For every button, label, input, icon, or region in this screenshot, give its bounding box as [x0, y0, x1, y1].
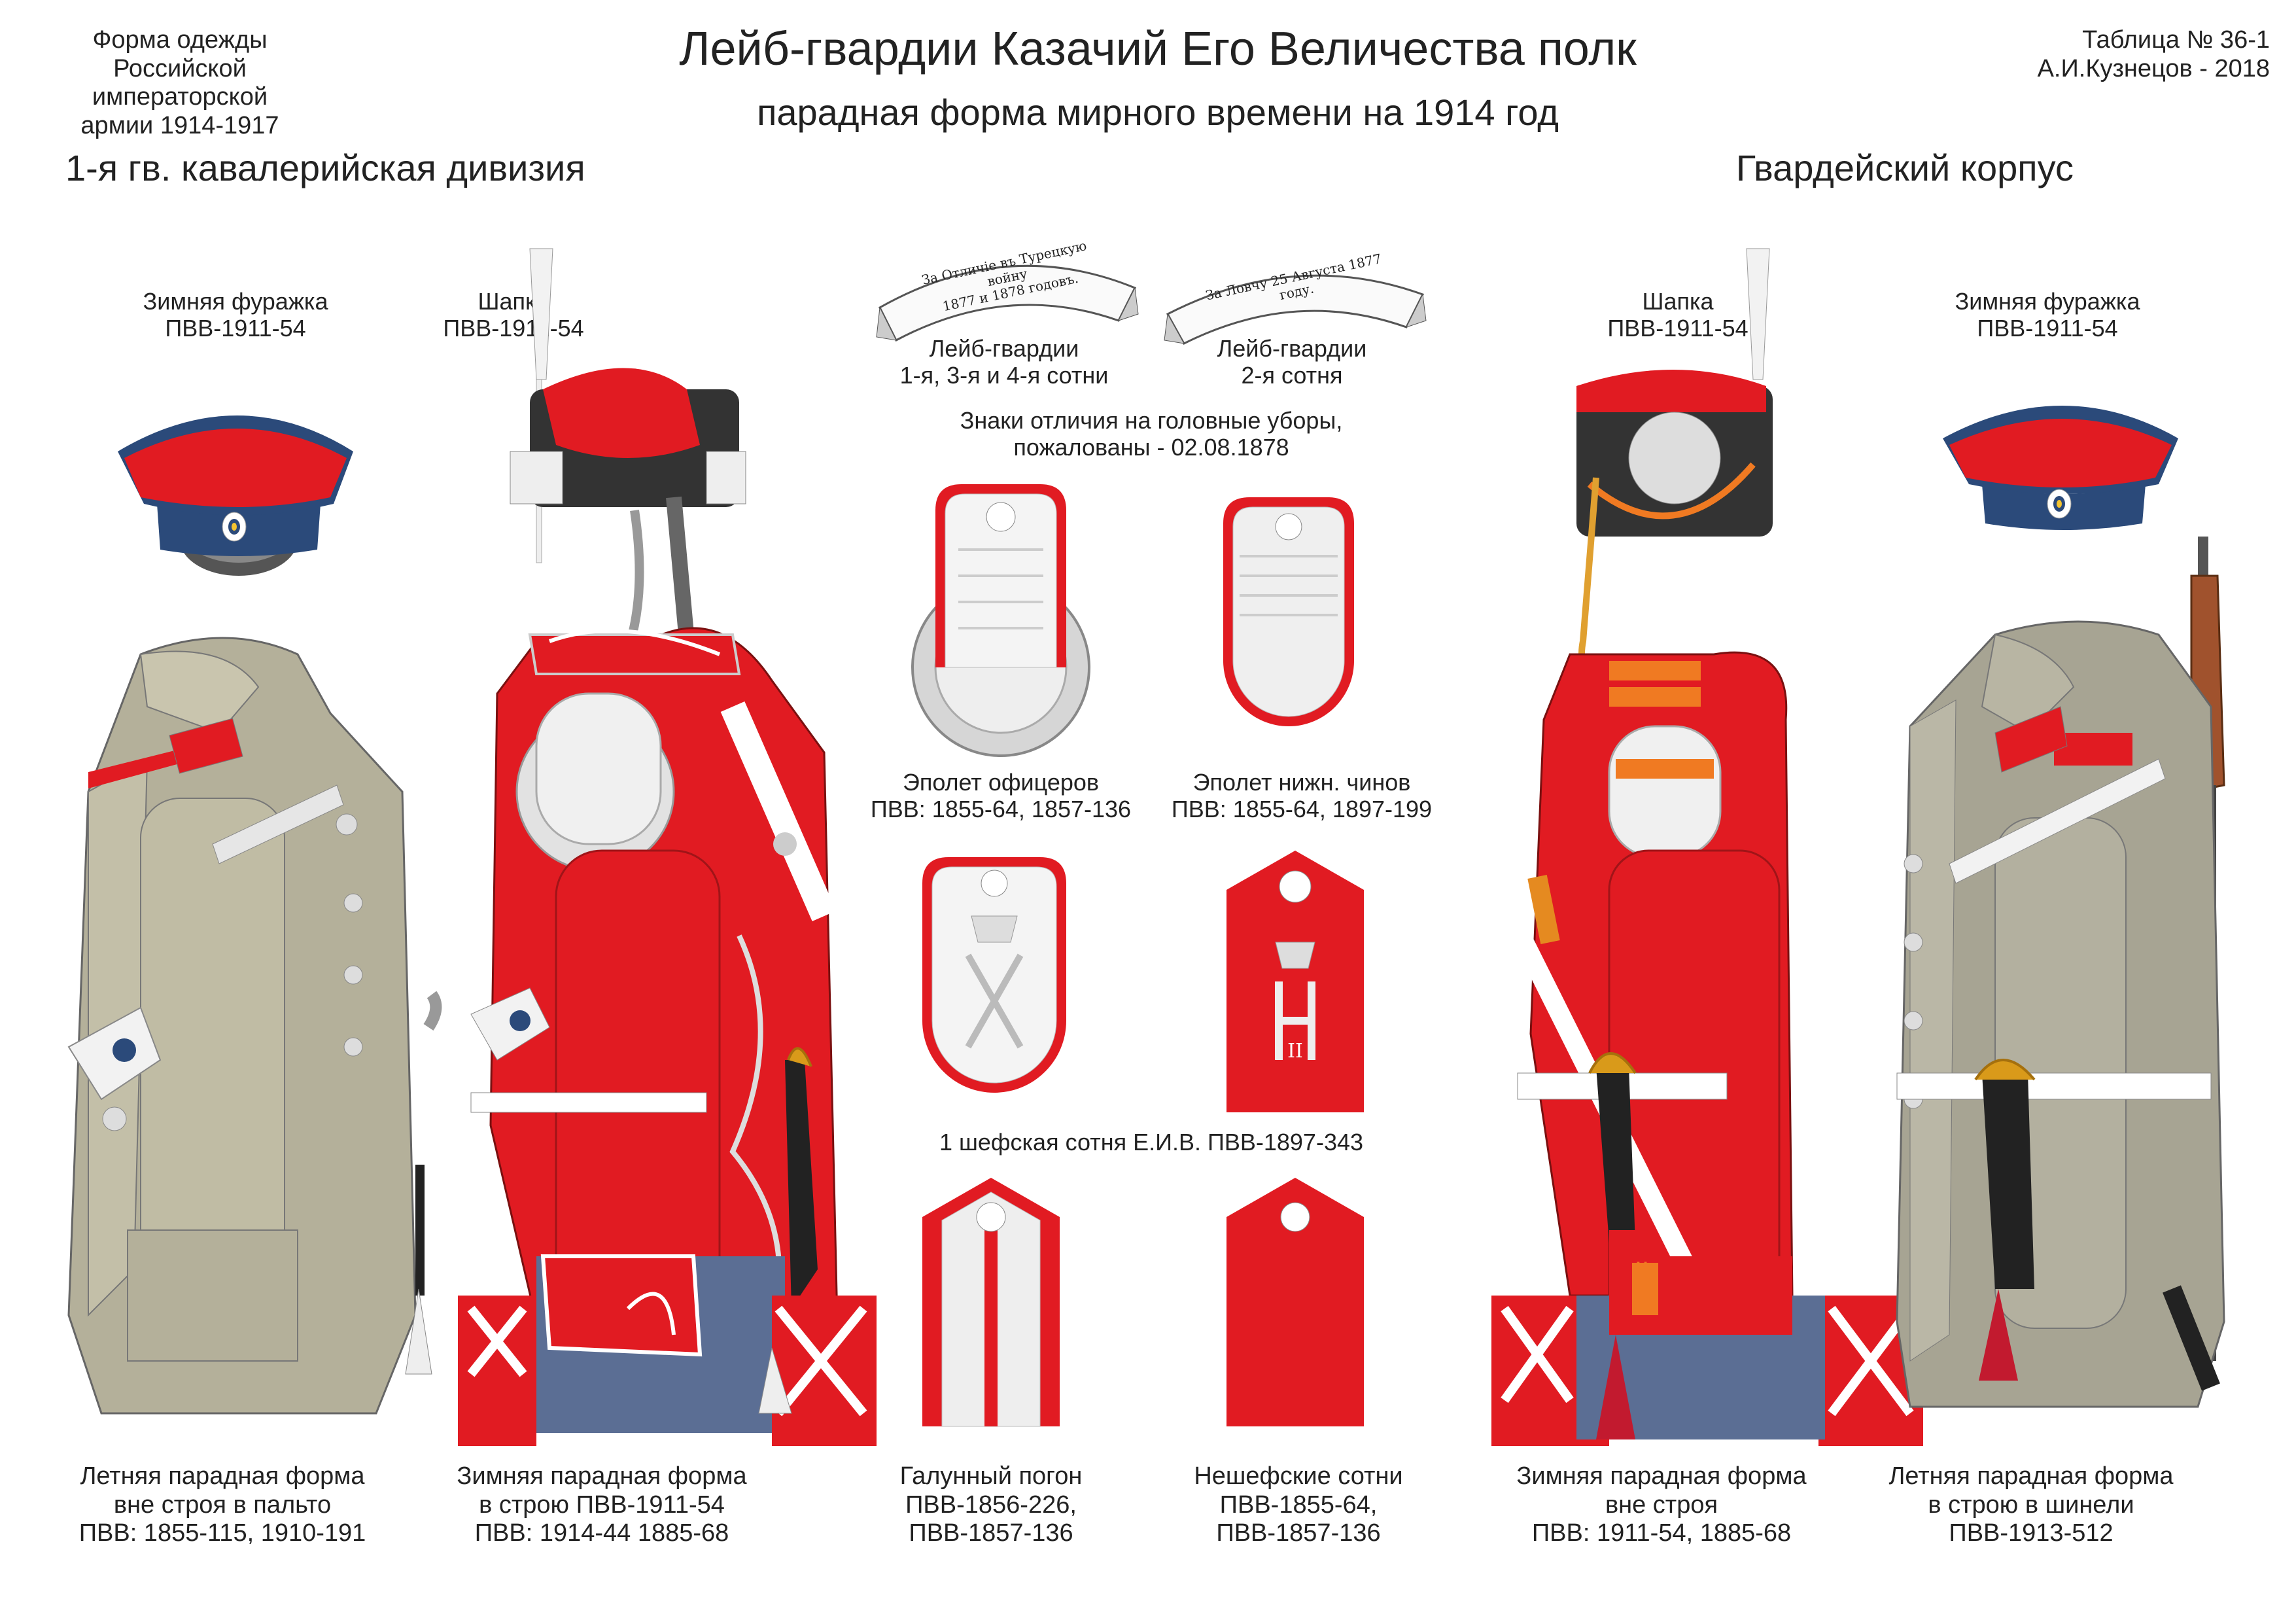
- ribbon-badge-2: [1164, 274, 1427, 345]
- pogon-galun: [922, 1178, 1060, 1427]
- galun-pogon-label: Галунный погон ПВВ-1856-226, ПВВ-1857-13…: [899, 1462, 1083, 1547]
- winter-cap-left: [118, 415, 353, 576]
- epaulet-chef-sotnia: [922, 857, 1066, 1093]
- monogram-numeral: II: [1287, 1040, 1303, 1063]
- winter-cap-right: [1943, 406, 2178, 530]
- pogon-non-chef: [1226, 1178, 1364, 1426]
- epaulet-officer-label: Эполет офицеров ПВВ: 1855-64, 1857-136: [870, 769, 1132, 823]
- figure-winter-parade: [458, 248, 877, 1446]
- figure-winter-offduty: [1491, 248, 1923, 1446]
- figure-summer-coat: [67, 637, 442, 1415]
- page-title: Лейб-гвардии Казачий Его Величества полк: [679, 23, 1637, 75]
- non-chef-pogon-label: Нешефские сотни ПВВ-1855-64, ПВВ-1857-13…: [1194, 1462, 1403, 1547]
- ribbon-2-label: Лейб-гвардии 2-я сотня: [1217, 335, 1367, 389]
- cap-right-label: Зимняя фуражка ПВВ-1911-54: [1955, 288, 2140, 342]
- caption-winter-parade: Зимняя парадная форма в строю ПВВ-1911-5…: [457, 1462, 747, 1547]
- table-number: Таблица № 36-1 А.И.Кузнецов - 2018: [2037, 26, 2270, 82]
- epaulet-officer: [911, 484, 1090, 757]
- cuff-numeral: II: [1634, 1257, 1650, 1286]
- division-label: 1-я гв. кавалерийская дивизия: [65, 147, 585, 188]
- caption-summer-greatcoat: Летняя парадная форма в строю в шинели П…: [1888, 1462, 2174, 1547]
- corps-label: Гвардейский корпус: [1735, 147, 2074, 188]
- chef-sotnia-label: 1 шефская сотня Е.И.В. ПВВ-1897-343: [939, 1129, 1364, 1156]
- badges-note: Знаки отличия на головные уборы, пожалов…: [960, 407, 1343, 461]
- caption-winter-offduty: Зимняя парадная форма вне строя ПВВ: 191…: [1516, 1462, 1807, 1547]
- ribbon-1-label: Лейб-гвардии 1-я, 3-я и 4-я сотни: [899, 335, 1109, 389]
- figure-summer-greatcoat: [1896, 537, 2225, 1408]
- page-subtitle: парадная форма мирного времени на 1914 г…: [757, 92, 1559, 133]
- caption-summer-coat: Летняя парадная форма вне строя в пальто…: [78, 1462, 366, 1547]
- cap-left-label: Зимняя фуражка ПВВ-1911-54: [143, 288, 328, 342]
- shapka-right-label: Шапка ПВВ-1911-54: [1607, 288, 1748, 342]
- ribbon-badge-1: [876, 264, 1139, 342]
- epaulet-lower-ranks: [1223, 497, 1354, 726]
- series-title: Форма одежды Российской императорской ар…: [80, 26, 279, 140]
- pogon-chef-sotnia: [1226, 851, 1364, 1112]
- epaulet-lower-label: Эполет нижн. чинов ПВВ: 1855-64, 1897-19…: [1171, 769, 1433, 823]
